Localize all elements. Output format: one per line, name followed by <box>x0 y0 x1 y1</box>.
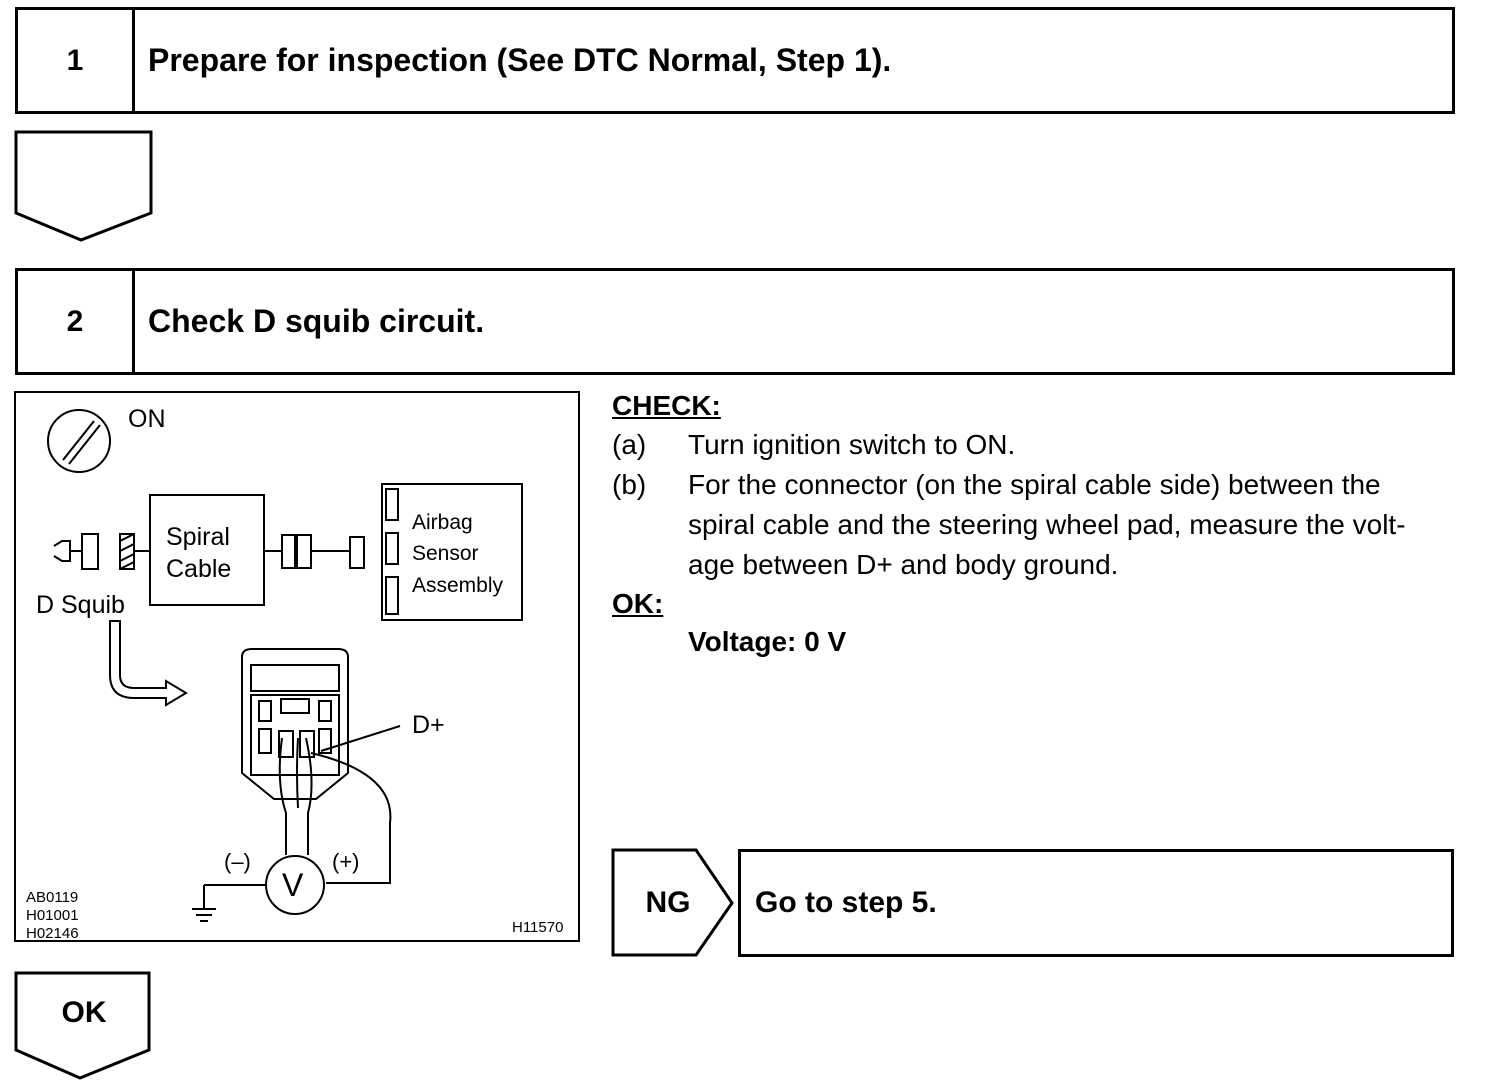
step-2-number: 2 <box>18 271 135 372</box>
check-item-b-line2: spiral cable and the steering wheel pad,… <box>688 509 1406 540</box>
squib-connector-icon <box>53 533 150 570</box>
check-item-a-label: (a) <box>612 429 647 460</box>
ok-label: OK <box>61 996 107 1029</box>
ng-action: Go to step 5. <box>738 849 1454 957</box>
check-item-a-text: Turn ignition switch to ON. <box>688 429 1016 460</box>
cable-connector-icon <box>264 534 365 569</box>
figure-code-3: H02146 <box>26 925 79 942</box>
minus-label: (–) <box>224 849 251 874</box>
airbag-label-1: Airbag <box>412 511 473 534</box>
airbag-label-2: Sensor <box>412 542 479 565</box>
ignition-switch-icon <box>47 409 111 473</box>
plus-label: (+) <box>332 849 360 874</box>
ok-value: Voltage: 0 V <box>688 626 847 657</box>
step-1-title: Prepare for inspection (See DTC Normal, … <box>148 42 892 78</box>
check-item-b-label: (b) <box>612 469 647 500</box>
ok-heading: OK: <box>612 588 664 619</box>
step-2-title: Check D squib circuit. <box>148 303 485 339</box>
voltmeter-label: V <box>282 867 304 903</box>
spiral-cable-label-1: Spiral <box>166 523 230 551</box>
d-squib-label: D Squib <box>36 591 125 619</box>
check-heading: CHECK: <box>612 390 721 421</box>
ng-label: NG <box>645 886 691 919</box>
down-arrow-icon <box>14 130 153 242</box>
bent-arrow-icon <box>109 620 188 707</box>
figure-code-2: H01001 <box>26 907 79 924</box>
ng-arrow-icon <box>611 848 734 957</box>
check-item-b-line3: age between D+ and body ground. <box>688 549 1119 580</box>
ok-arrow-icon <box>14 971 151 1080</box>
step-2-box: 2 Check D squib circuit. <box>15 268 1455 375</box>
connector-face-icon <box>241 648 349 800</box>
d-plus-label: D+ <box>412 711 445 739</box>
diagram-drawing <box>47 409 523 922</box>
circuit-diagram: ON Spiral Cable Airbag Sensor Assembly D… <box>14 391 580 942</box>
voltmeter-icon <box>203 855 325 915</box>
spiral-cable-label-2: Cable <box>166 555 232 583</box>
step-1-number: 1 <box>18 10 135 111</box>
check-item-b-line1: For the connector (on the spiral cable s… <box>688 469 1381 500</box>
probe-wires <box>278 725 401 884</box>
figure-id: H11570 <box>512 919 564 936</box>
ignition-on-label: ON <box>128 405 166 433</box>
airbag-sensor-box <box>381 483 523 621</box>
step-1-box: 1 Prepare for inspection (See DTC Normal… <box>15 7 1455 114</box>
figure-code-1: AB0119 <box>26 889 79 906</box>
ground-icon <box>192 908 216 922</box>
airbag-label-3: Assembly <box>412 574 504 597</box>
